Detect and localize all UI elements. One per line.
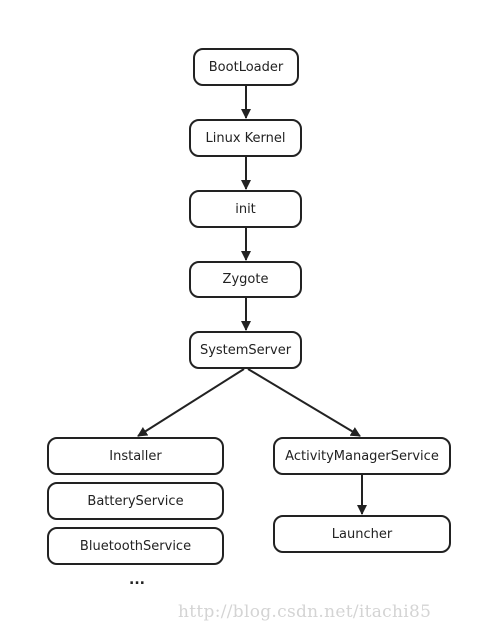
- node-bluetooth-service: BluetoothService: [47, 527, 224, 565]
- node-zygote-label: Zygote: [222, 272, 269, 287]
- node-launcher: Launcher: [273, 515, 451, 553]
- arrow-systemserver-to-ams: [247, 368, 361, 437]
- node-linux-kernel-label: Linux Kernel: [205, 130, 286, 146]
- arrow-systemserver-to-installer: [137, 368, 245, 437]
- node-bluetooth-service-label: BluetoothService: [79, 538, 192, 554]
- node-activity-manager-service-label: ActivityManagerService: [285, 448, 439, 464]
- node-installer: Installer: [47, 437, 224, 475]
- watermark-url: http://blog.csdn.net/itachi85: [178, 602, 432, 622]
- node-zygote: Zygote: [189, 261, 302, 298]
- node-init: init: [189, 190, 302, 228]
- node-system-server-label: SystemServer: [199, 342, 292, 358]
- node-activity-manager-service: ActivityManagerService: [273, 437, 451, 475]
- node-init-label: init: [235, 201, 256, 217]
- node-battery-service: BatteryService: [47, 482, 224, 520]
- node-linux-kernel: Linux Kernel: [189, 119, 302, 157]
- node-battery-service-label: BatteryService: [87, 493, 184, 509]
- node-bootloader: BootLoader: [193, 48, 299, 86]
- node-bootloader-label: BootLoader: [208, 59, 284, 75]
- node-system-server: SystemServer: [189, 331, 302, 369]
- node-installer-label: Installer: [109, 448, 162, 464]
- ellipsis-more-services: ...: [129, 572, 145, 588]
- node-launcher-label: Launcher: [331, 526, 393, 542]
